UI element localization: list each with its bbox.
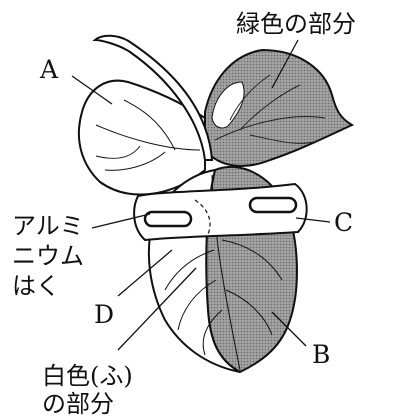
right-clip <box>250 198 296 212</box>
label-green-part: 緑色の部分 <box>236 10 356 38</box>
label-white-line2: の部分 <box>42 390 114 418</box>
label-foil-line3: はく <box>12 272 60 300</box>
label-foil-line1: アルミ <box>12 212 84 240</box>
label-white-line1: 白色(ふ) <box>42 362 133 390</box>
label-D: D <box>94 300 114 329</box>
label-A: A <box>39 55 59 84</box>
label-foil-line2: ニウム <box>12 242 84 270</box>
label-C: C <box>334 208 353 237</box>
label-B: B <box>312 340 330 369</box>
left-clip <box>145 212 191 226</box>
